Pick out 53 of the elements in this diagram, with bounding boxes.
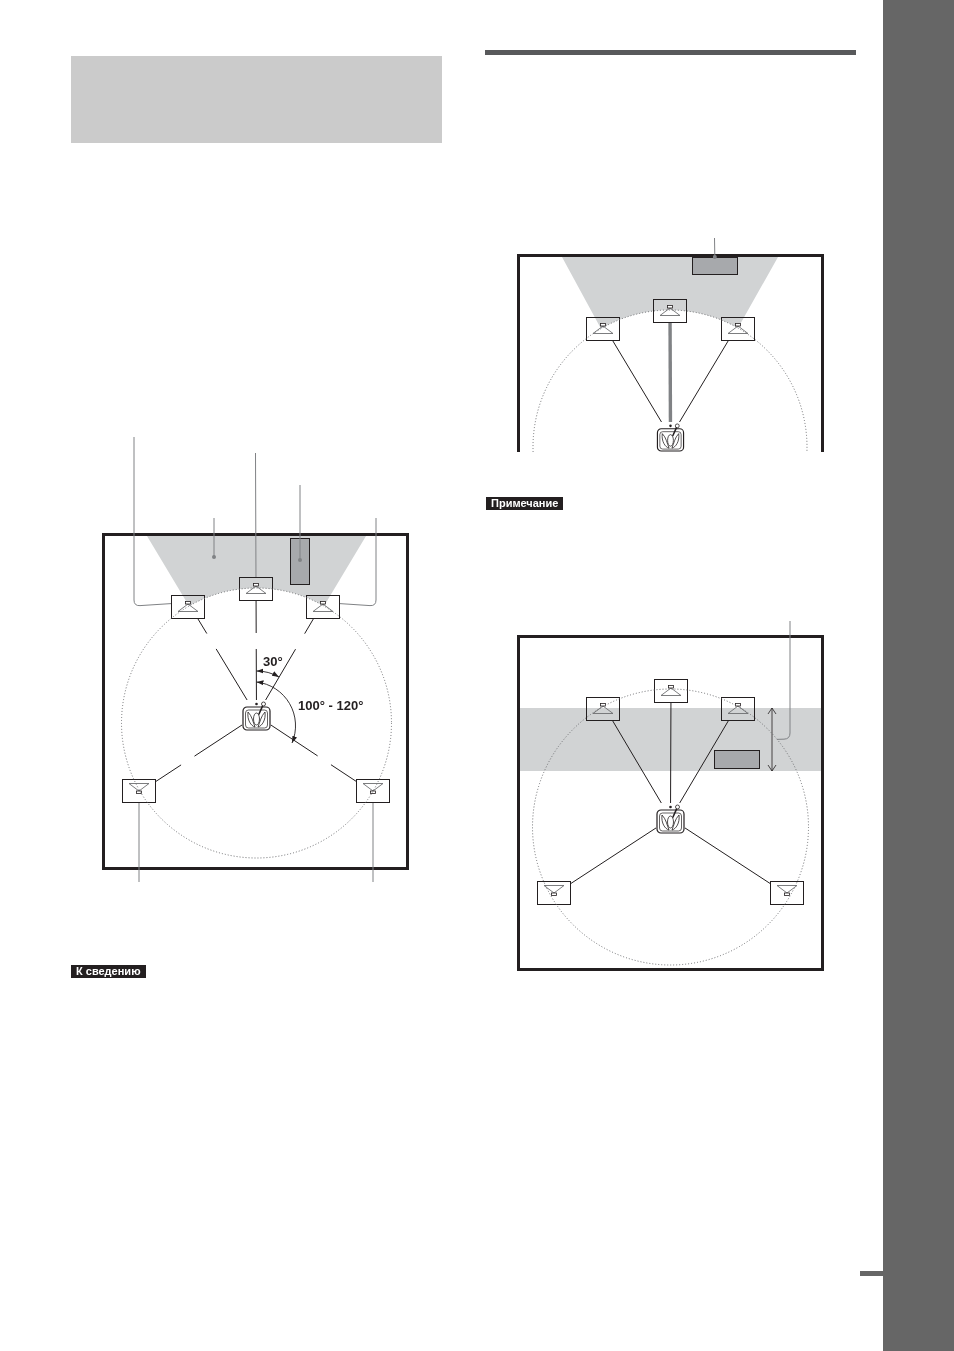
leader-line (138, 802, 140, 883)
connector-line (679, 340, 729, 423)
leader-line (133, 436, 172, 607)
shaded-zone (562, 257, 778, 330)
leader-line (298, 484, 302, 562)
side-tab (883, 0, 954, 1351)
connector-line (679, 720, 729, 804)
angle-label: 100° - 120° (298, 699, 364, 713)
speaker-box (537, 881, 571, 905)
speaker-box (721, 697, 755, 721)
speaker-box (586, 317, 620, 341)
shaded-block (290, 538, 310, 585)
room-outline (102, 533, 409, 870)
speaker-box (770, 881, 804, 905)
connector-line (255, 600, 257, 701)
speaker-box (122, 779, 156, 803)
connector-line (155, 724, 243, 782)
leader-line (776, 620, 791, 740)
room-outline (517, 254, 824, 452)
connector-line (612, 720, 662, 804)
speaker-box (653, 299, 687, 323)
angle-label: 30° (263, 655, 283, 669)
leader-line (372, 802, 374, 883)
connector-line (197, 618, 248, 701)
speaker-box (306, 595, 340, 619)
speaker-box (654, 679, 688, 703)
heading-band (71, 56, 442, 143)
connector-line (684, 827, 771, 884)
dimension-arrow (767, 707, 777, 772)
seated-person-icon (656, 422, 685, 452)
seated-person-icon (656, 803, 685, 834)
speaker-box (239, 577, 273, 601)
note-badge: К сведению (71, 965, 146, 978)
connector-line (668, 323, 673, 422)
leader-line (712, 237, 717, 259)
shaded-block (692, 257, 738, 275)
speaker-box (721, 317, 755, 341)
room-outline (517, 635, 824, 971)
leader-line (255, 452, 257, 578)
connector-line (612, 340, 662, 423)
leader-line (212, 517, 216, 559)
note-badge: Примечание (486, 497, 564, 510)
connector-line (570, 827, 657, 884)
connector-line (270, 724, 357, 782)
shaded-band (520, 708, 821, 771)
speaker-box (586, 697, 620, 721)
speaker-box (171, 595, 205, 619)
leader-line (339, 517, 377, 607)
shaded-block (714, 750, 760, 769)
speaker-box (356, 779, 390, 803)
connector-line (670, 702, 672, 804)
connector-line (265, 618, 314, 701)
seated-person-icon (242, 700, 271, 731)
